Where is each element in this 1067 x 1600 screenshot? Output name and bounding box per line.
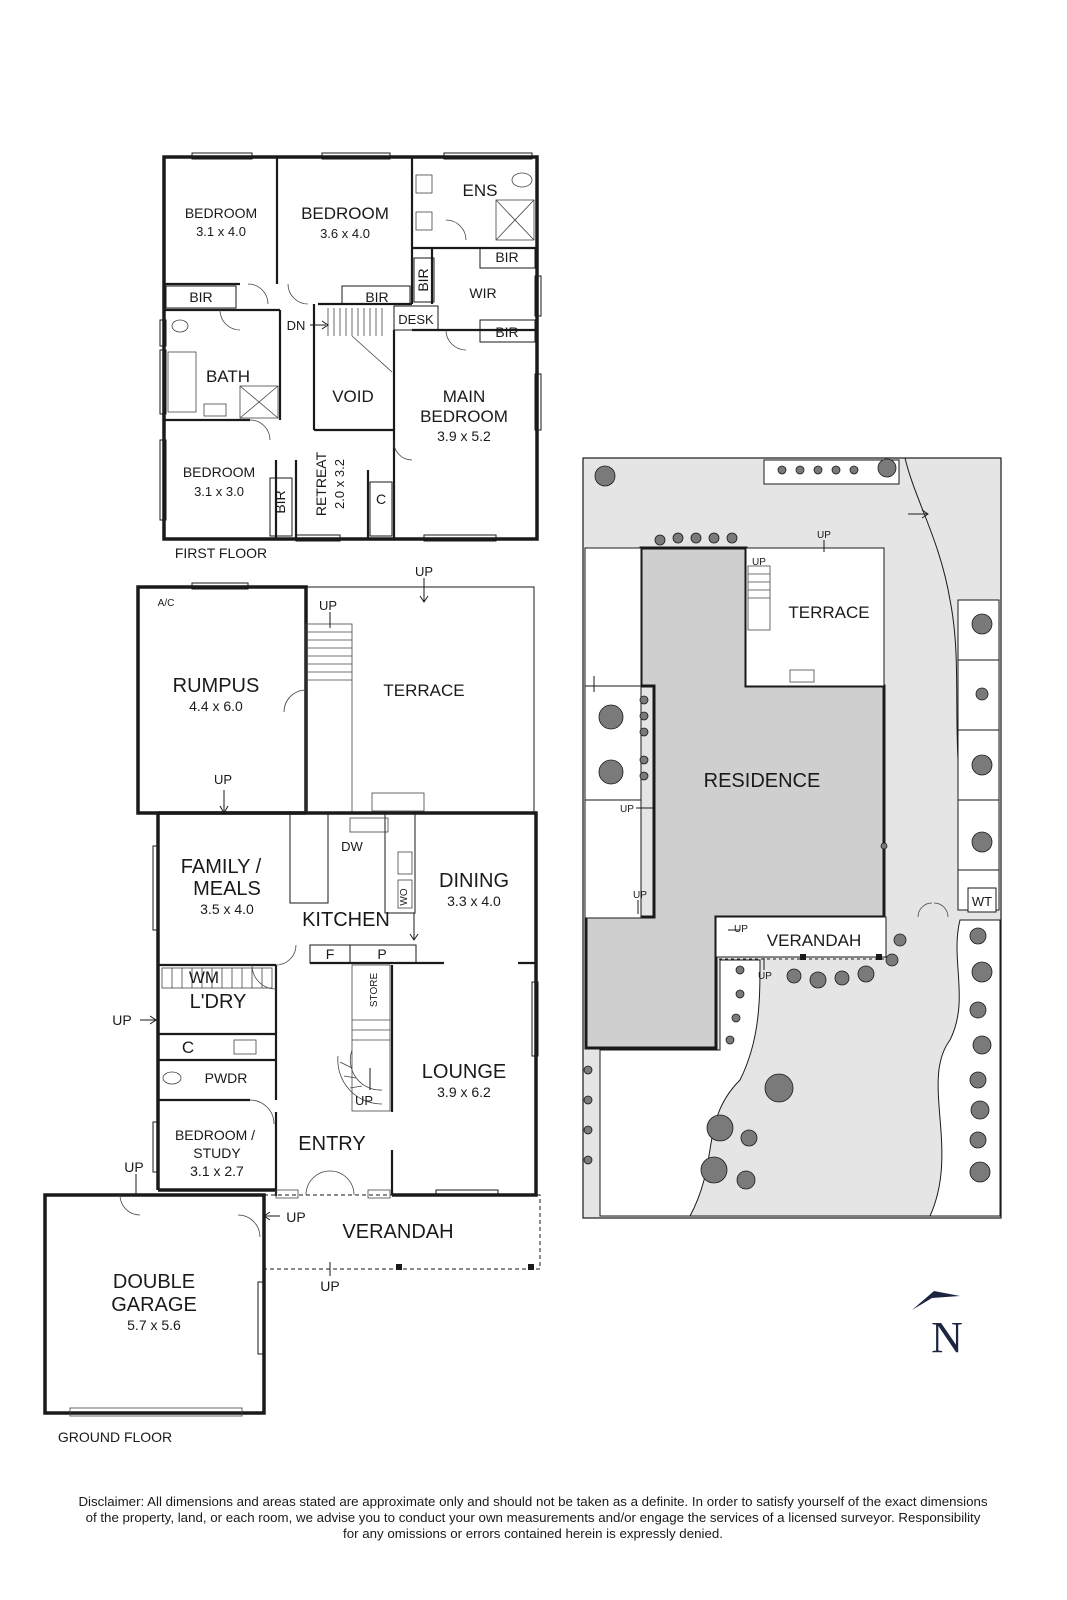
lounge-dim: 3.9 x 6.2 bbox=[437, 1084, 491, 1100]
site-up-verandah1-label: UP bbox=[734, 924, 748, 935]
store-label: STORE bbox=[369, 973, 380, 1008]
family-dim: 3.5 x 4.0 bbox=[200, 901, 254, 917]
bath-label: BATH bbox=[206, 367, 250, 386]
bedroom-b-label: BEDROOM bbox=[301, 204, 389, 223]
disclaimer-line-3: for any omissions or errors contained he… bbox=[343, 1526, 723, 1541]
bir-vertical-label: BIR bbox=[415, 268, 431, 291]
fridge-label: F bbox=[326, 946, 335, 962]
up-verandah-label: UP bbox=[320, 1278, 339, 1294]
c-label: C bbox=[182, 1038, 194, 1057]
bedroom-a-dim: 3.1 x 4.0 bbox=[196, 224, 246, 239]
site-plan-labels: UP UP TERRACE RESIDENCE UP UP UP VERANDA… bbox=[620, 530, 992, 982]
pwdr-label: PWDR bbox=[205, 1070, 248, 1086]
site-residence-label: RESIDENCE bbox=[704, 770, 821, 792]
bedroom-study-label-2: STUDY bbox=[193, 1145, 241, 1161]
rumpus-label: RUMPUS bbox=[173, 675, 260, 697]
disclaimer: Disclaimer: All dimensions and areas sta… bbox=[18, 1494, 1048, 1542]
family-label-1: FAMILY / bbox=[181, 856, 262, 878]
bir-mid-label: BIR bbox=[365, 289, 388, 305]
dining-label: DINING bbox=[439, 870, 509, 892]
site-up-terrace-stair-label: UP bbox=[752, 557, 766, 568]
bir-c-label: BIR bbox=[272, 490, 288, 513]
family-label-2: MEALS bbox=[193, 878, 261, 900]
ac-label: A/C bbox=[158, 598, 175, 609]
entry-label: ENTRY bbox=[298, 1133, 365, 1155]
up-stair-label: UP bbox=[319, 598, 337, 613]
bedroom-study-dim: 3.1 x 2.7 bbox=[190, 1163, 244, 1179]
ground-floor-labels: A/C UP UP RUMPUS 4.4 x 6.0 TERRACE UP FA… bbox=[58, 564, 509, 1445]
site-up-side2-label: UP bbox=[633, 890, 647, 901]
north-arrow-icon: N bbox=[912, 1291, 963, 1362]
up-rumpus-label: UP bbox=[214, 772, 232, 787]
verandah-label: VERANDAH bbox=[342, 1221, 453, 1243]
dining-dim: 3.3 x 4.0 bbox=[447, 893, 501, 909]
disclaimer-line-2: of the property, land, or each room, we … bbox=[85, 1510, 981, 1525]
main-bedroom-label-1: MAIN bbox=[443, 387, 486, 406]
site-up-side1-label: UP bbox=[620, 804, 634, 815]
terrace-label: TERRACE bbox=[383, 681, 464, 700]
site-up-terrace-label: UP bbox=[817, 530, 831, 541]
dn-label: DN bbox=[287, 318, 306, 333]
c-label: C bbox=[376, 491, 386, 507]
bir-left-label: BIR bbox=[189, 289, 212, 305]
retreat-dim: 2.0 x 3.2 bbox=[332, 459, 347, 509]
site-wt-label: WT bbox=[972, 894, 992, 909]
site-terrace-label: TERRACE bbox=[788, 603, 869, 622]
first-floor-plan bbox=[159, 152, 542, 542]
up-laundry-label: UP bbox=[112, 1012, 131, 1028]
main-bedroom-dim: 3.9 x 5.2 bbox=[437, 428, 491, 444]
first-floor-labels: BEDROOM 3.1 x 4.0 BEDROOM 3.6 x 4.0 ENS … bbox=[175, 181, 519, 561]
bedroom-c-dim: 3.1 x 3.0 bbox=[194, 484, 244, 499]
dw-label: DW bbox=[341, 839, 363, 854]
wir-label: WIR bbox=[469, 285, 496, 301]
site-verandah-label: VERANDAH bbox=[767, 931, 861, 950]
up-top-label: UP bbox=[415, 564, 433, 579]
up-verandah-side-label: UP bbox=[286, 1209, 305, 1225]
wm-label: WM bbox=[189, 968, 219, 987]
kitchen-label: KITCHEN bbox=[302, 909, 390, 931]
void-label: VOID bbox=[332, 387, 374, 406]
main-bedroom-label-2: BEDROOM bbox=[420, 407, 508, 426]
bedroom-c-label: BEDROOM bbox=[183, 464, 255, 480]
site-plan bbox=[582, 457, 1002, 1219]
ens-label: ENS bbox=[463, 181, 498, 200]
rumpus-dim: 4.4 x 6.0 bbox=[189, 698, 243, 714]
garage-label-1: DOUBLE bbox=[113, 1271, 195, 1293]
up-garage-label: UP bbox=[124, 1159, 143, 1175]
first-floor-title: FIRST FLOOR bbox=[175, 545, 267, 561]
bir-main-label: BIR bbox=[495, 324, 518, 340]
pantry-label: P bbox=[377, 946, 386, 962]
bedroom-b-dim: 3.6 x 4.0 bbox=[320, 226, 370, 241]
retreat-label: RETREAT bbox=[313, 451, 329, 516]
garage-label-2: GARAGE bbox=[111, 1294, 197, 1316]
disclaimer-line-1: Disclaimer: All dimensions and areas sta… bbox=[78, 1494, 988, 1509]
bedroom-a-label: BEDROOM bbox=[185, 205, 257, 221]
ground-floor-plan bbox=[43, 578, 541, 1417]
ground-floor-title: GROUND FLOOR bbox=[58, 1429, 172, 1445]
lounge-label: LOUNGE bbox=[422, 1061, 506, 1083]
desk-label: DESK bbox=[398, 312, 434, 327]
laundry-label: L'DRY bbox=[190, 991, 247, 1013]
up-entry-label: UP bbox=[355, 1093, 373, 1108]
garage-dim: 5.7 x 5.6 bbox=[127, 1317, 181, 1333]
compass-north-label: N bbox=[931, 1313, 963, 1362]
wo-label: WO bbox=[399, 888, 410, 905]
bir-ens-label: BIR bbox=[495, 249, 518, 265]
bedroom-study-label-1: BEDROOM / bbox=[175, 1127, 255, 1143]
site-up-verandah2-label: UP bbox=[758, 971, 772, 982]
